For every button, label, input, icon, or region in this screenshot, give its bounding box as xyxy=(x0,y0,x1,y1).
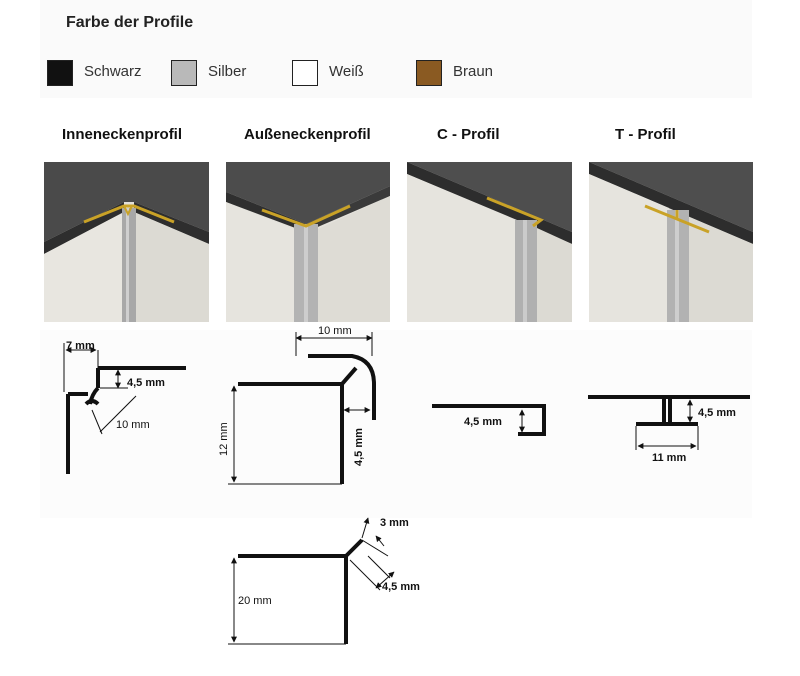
t-profile-width-label: 11 mm xyxy=(652,452,686,464)
outside-corner-depth-label: 4,5 mm xyxy=(353,428,365,466)
outside-corner-top-label: 10 mm xyxy=(318,325,352,337)
inside-corner-width-label: 7 mm xyxy=(66,340,95,352)
legend-title: Farbe der Profile xyxy=(66,14,194,31)
inside-corner-profile-photo xyxy=(44,162,209,322)
color-legend-panel xyxy=(40,0,752,98)
outside-corner-profile-photo xyxy=(226,162,390,322)
t-profile-depth-label: 4,5 mm xyxy=(698,407,736,419)
swatch-silver xyxy=(171,60,197,86)
t-profile-photo xyxy=(589,162,753,322)
outside-corner-variant-depth-label: 4,5 mm xyxy=(382,581,420,593)
outside-corner-variant-lip-label: 3 mm xyxy=(380,517,409,529)
swatch-label-silver: Silber xyxy=(208,63,247,80)
inside-corner-round-label: 10 mm xyxy=(116,419,150,431)
outside-corner-variant-height-label: 20 mm xyxy=(238,595,272,607)
outside-corner-variant-drawing xyxy=(228,517,395,645)
outside-corner-height-label: 12 mm xyxy=(218,422,230,456)
technical-drawings-panel xyxy=(40,330,752,518)
c-profile-photo xyxy=(407,162,572,322)
inside-corner-depth-label: 4,5 mm xyxy=(127,377,165,389)
inside-corner-drawing xyxy=(63,343,186,474)
outside-corner-drawing xyxy=(228,332,376,485)
profile-title-c-profile: C - Profil xyxy=(437,126,500,143)
profile-title-outside-corner: Außeneckenprofil xyxy=(244,126,371,143)
profile-title-inside-corner: Inneneckenprofil xyxy=(62,126,183,143)
swatch-white xyxy=(292,60,318,86)
swatch-label-white: Weiß xyxy=(329,63,364,80)
c-profile-depth-label: 4,5 mm xyxy=(464,416,502,428)
profile-title-t-profile: T - Profil xyxy=(615,126,676,143)
t-profile-drawing xyxy=(588,395,750,450)
swatch-label-black: Schwarz xyxy=(84,63,142,80)
c-profile-drawing xyxy=(432,404,546,436)
swatch-label-brown: Braun xyxy=(453,63,494,80)
swatch-black xyxy=(47,60,73,86)
swatch-brown xyxy=(416,60,442,86)
